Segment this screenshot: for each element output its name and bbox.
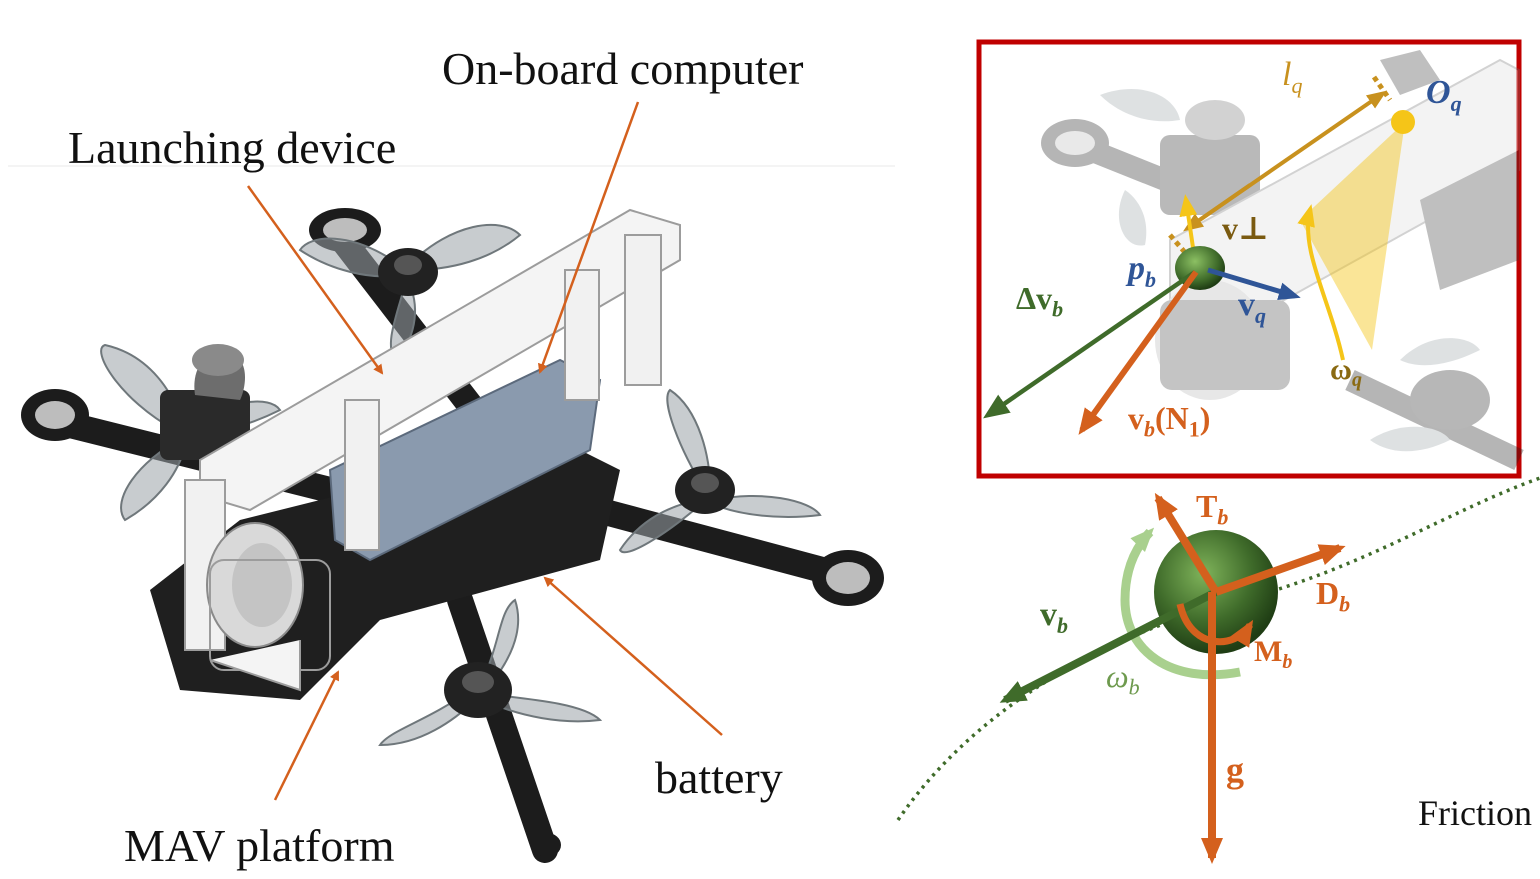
force-diagram — [896, 476, 1540, 864]
symbol-omega-q: ωq — [1330, 353, 1362, 391]
callout-mav-platform — [273, 670, 340, 801]
symbol-omega-b: ωb — [1106, 658, 1140, 700]
inset-panel — [976, 39, 1524, 479]
camera-module — [160, 344, 250, 460]
omega-b-arc — [1120, 527, 1241, 680]
symbol-o-q: Oq — [1426, 74, 1462, 116]
delta-vb-arrow — [983, 270, 1197, 419]
motors — [378, 248, 735, 718]
db-arrow — [1214, 544, 1346, 596]
arm-tip-discs — [21, 208, 884, 857]
callout-launching-device — [246, 185, 384, 375]
symbol-delta-v-b: Δvb — [1016, 280, 1064, 322]
omega-q-wedge — [1300, 122, 1405, 350]
label-launching-device: Launching device — [68, 122, 397, 173]
battery-pack — [328, 358, 602, 562]
o-q-point — [1391, 110, 1415, 134]
lq-arrow-back — [1183, 183, 1252, 232]
symbol-v-perp: v⊥ — [1222, 210, 1269, 246]
vb-n1-arrow — [1078, 270, 1199, 435]
vq-arrow — [1207, 267, 1301, 301]
label-battery: battery — [655, 752, 783, 803]
label-mav-platform: MAV platform — [124, 820, 395, 871]
trajectory-curve — [896, 476, 1540, 821]
symbol-l-q: lq — [1282, 56, 1303, 98]
callout-onboard-computer — [538, 101, 640, 374]
symbol-v-b-n1: vb(N1) — [1128, 400, 1211, 442]
tb-arrow — [1154, 492, 1220, 595]
callout-battery — [543, 576, 723, 736]
symbol-g: g — [1226, 750, 1244, 790]
symbol-p-b: pb — [1128, 250, 1156, 292]
symbol-v-b: vb — [1040, 596, 1068, 638]
label-onboard-computer: On-board computer — [442, 43, 804, 94]
label-friction: Friction — [1418, 793, 1532, 833]
launching-frame — [184, 208, 681, 692]
callout-arrows — [246, 101, 723, 801]
lq-dotted-right — [1371, 75, 1393, 102]
ball-pb — [1175, 246, 1225, 290]
symbol-v-q: vq — [1238, 286, 1266, 328]
propellers — [100, 223, 822, 747]
symbol-m-b: Mb — [1254, 635, 1293, 673]
symbol-t-b: Tb — [1196, 488, 1229, 530]
drone-illustration — [21, 208, 884, 863]
omega-q-arc-arrow — [1297, 204, 1345, 361]
inset-frame — [976, 39, 1522, 479]
symbol-d-b: Db — [1316, 575, 1351, 617]
